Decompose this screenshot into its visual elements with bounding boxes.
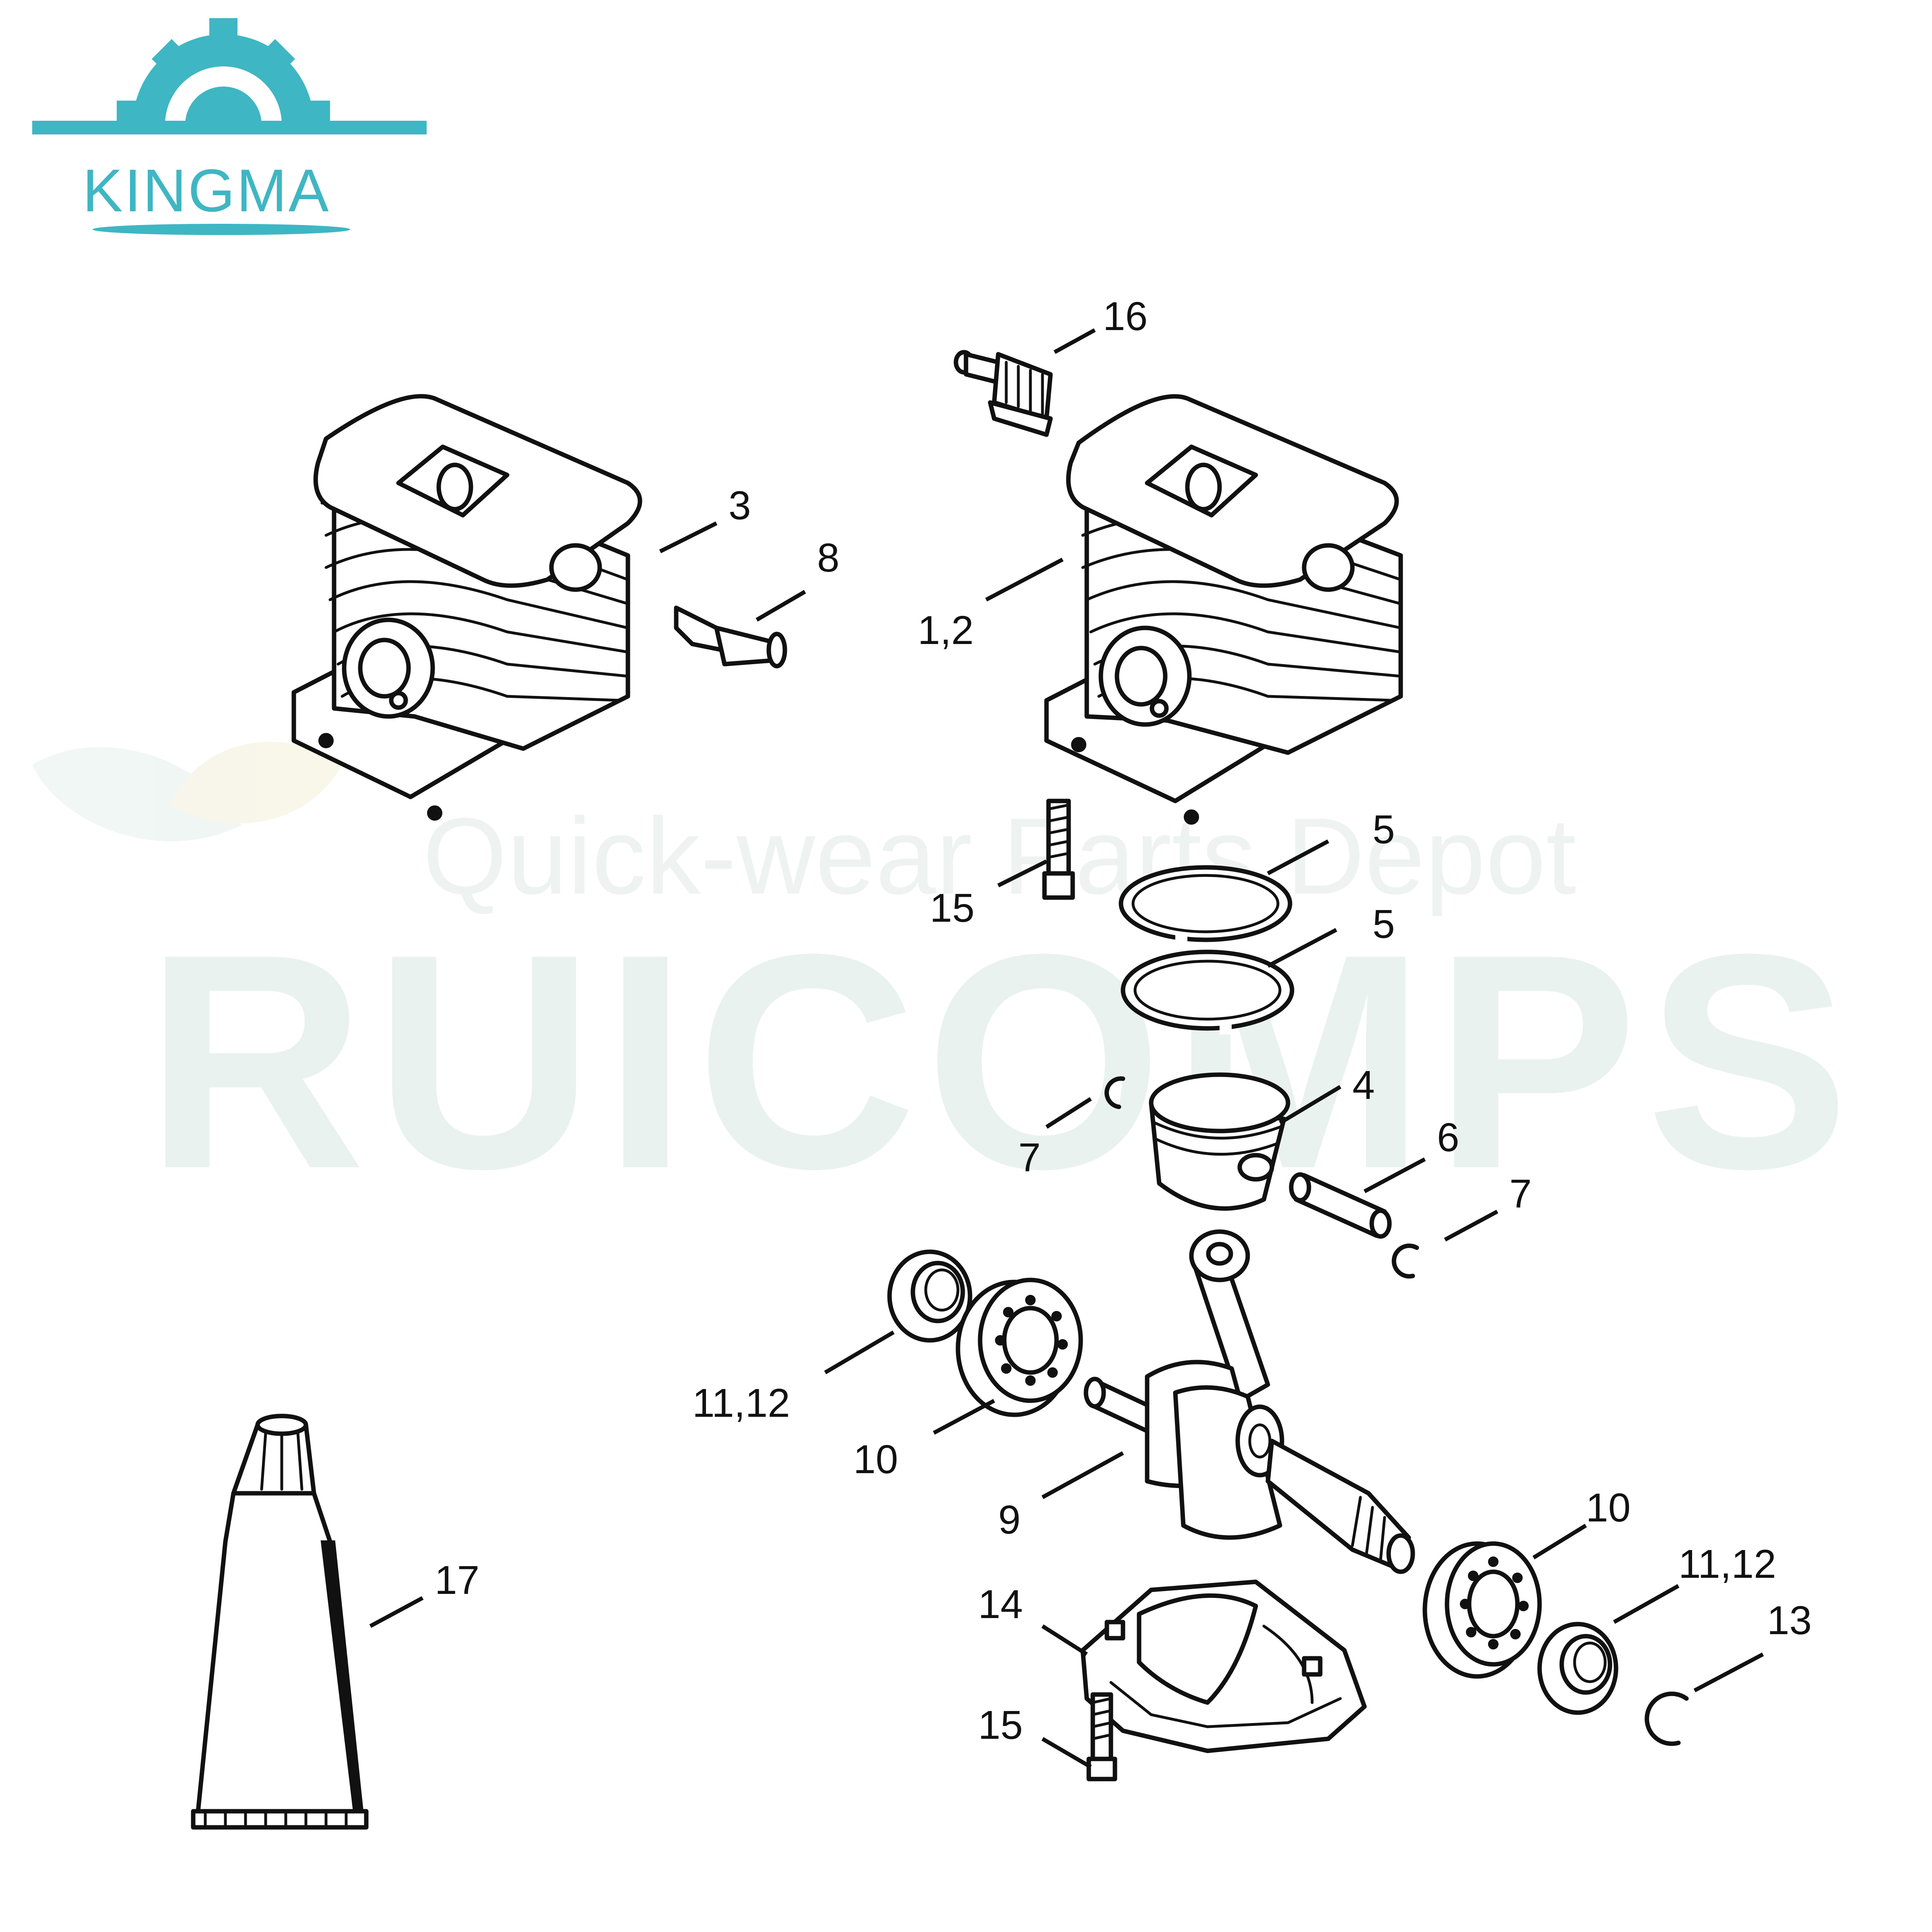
decompression-valve bbox=[954, 350, 1053, 437]
valve-fitting bbox=[674, 605, 787, 669]
piston-ring-upper bbox=[1119, 865, 1292, 946]
screw-bottom bbox=[1086, 1692, 1117, 1781]
bearing-right bbox=[1422, 1541, 1542, 1679]
logo-bar bbox=[32, 121, 427, 134]
label-11-12-right: 11,12 bbox=[1678, 1542, 1776, 1587]
label-16: 16 bbox=[1103, 294, 1148, 339]
gear-icon bbox=[117, 18, 330, 125]
watermark: Quick-wear Parts Depot RUICOMPS bbox=[32, 741, 1858, 1232]
piston bbox=[1149, 1072, 1290, 1211]
cylinder-right bbox=[1044, 394, 1403, 825]
leaf-watermark-icon bbox=[32, 741, 342, 842]
piston-pin bbox=[1289, 1172, 1392, 1239]
label-17: 17 bbox=[435, 1558, 479, 1603]
sealant-tube bbox=[191, 1414, 369, 1830]
circlip-right bbox=[1391, 1243, 1419, 1279]
circlip-left bbox=[1104, 1076, 1125, 1109]
label-10-left: 10 bbox=[853, 1437, 898, 1482]
label-15-top: 15 bbox=[930, 886, 974, 931]
label-11-12-left: 11,12 bbox=[692, 1381, 790, 1426]
screw-top bbox=[1042, 799, 1075, 900]
label-8: 8 bbox=[817, 535, 840, 580]
crankshaft bbox=[1084, 1229, 1415, 1574]
logo-text: KINGMA bbox=[83, 157, 330, 224]
label-14: 14 bbox=[978, 1582, 1023, 1627]
leader-lines bbox=[369, 328, 1764, 1769]
label-4: 4 bbox=[1352, 1063, 1375, 1108]
oil-seal-left bbox=[887, 1249, 972, 1343]
piston-ring-lower bbox=[1121, 949, 1294, 1034]
label-7-left: 7 bbox=[1018, 1135, 1041, 1180]
bearing-left bbox=[956, 1278, 1083, 1417]
label-6: 6 bbox=[1437, 1115, 1459, 1160]
label-1-2: 1,2 bbox=[918, 608, 974, 653]
label-10-right: 10 bbox=[1586, 1485, 1631, 1530]
label-3: 3 bbox=[729, 483, 751, 528]
label-15-bottom: 15 bbox=[978, 1703, 1023, 1748]
kingma-logo: KINGMA bbox=[32, 18, 427, 235]
label-5-upper: 5 bbox=[1373, 807, 1395, 852]
oil-pan bbox=[1080, 1579, 1367, 1753]
label-13: 13 bbox=[1767, 1598, 1812, 1643]
part-labels: 16 3 8 1,2 15 5 5 4 7 6 7 11,12 10 9 10 … bbox=[435, 294, 1812, 1748]
cylinder-left bbox=[291, 394, 642, 821]
label-9: 9 bbox=[998, 1497, 1021, 1542]
logo-underline bbox=[93, 224, 350, 235]
label-5-lower: 5 bbox=[1373, 902, 1395, 947]
label-7-right: 7 bbox=[1509, 1171, 1532, 1216]
snap-ring bbox=[1645, 1691, 1689, 1746]
watermark-tagline: Quick-wear Parts Depot bbox=[423, 796, 1577, 917]
watermark-brand: RUICOMPS bbox=[145, 891, 1858, 1232]
oil-seal-right bbox=[1537, 1622, 1618, 1715]
